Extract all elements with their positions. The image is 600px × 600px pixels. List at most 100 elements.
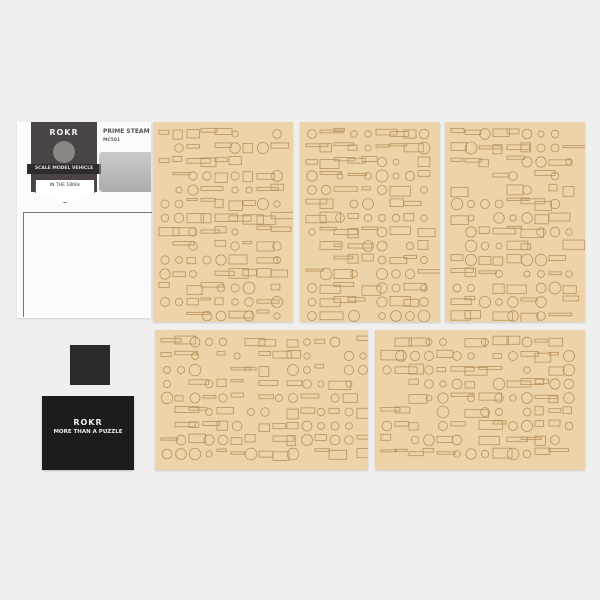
gear-part [359,352,367,360]
panel-part [356,434,368,440]
panel-part [328,407,340,414]
gear-part [303,366,311,374]
gear-part [467,214,475,222]
gear-part [319,267,333,281]
gear-part [550,143,560,153]
gear-part [424,379,434,389]
panel-part [403,255,418,259]
panel-part [506,284,527,295]
gear-part [271,296,283,308]
panel-part [478,365,503,370]
panel-part [174,421,196,428]
panel-part [417,240,429,250]
gear-part [217,434,229,446]
panel-part [450,421,466,427]
panel-part [534,352,552,363]
panel-part [436,349,454,358]
panel-part [214,213,238,222]
gear-part [175,434,187,446]
wood-sheet-1 [153,122,293,322]
panel-part [478,392,502,401]
gear-part [159,268,171,280]
gear-part [160,213,170,223]
gear-part [188,241,198,251]
gear-part [405,241,415,251]
gear-part [508,421,518,431]
panel-part [305,198,328,205]
gear-part [522,449,532,459]
gear-part [439,380,447,388]
gear-part [376,240,388,252]
gear-part [494,393,504,403]
gear-part [417,309,431,322]
panel-part [202,395,217,399]
panel-part [228,310,253,319]
gear-part [467,352,475,360]
panel-part [188,433,206,444]
panel-part [186,297,199,306]
panel-part [202,421,220,427]
panel-part [548,366,565,376]
panel-part [200,157,217,168]
panel-part [356,448,368,459]
panel-part [380,433,392,441]
gear-part [418,128,430,140]
panel-part [230,437,243,445]
gear-part [563,350,575,362]
panel-part [562,285,577,294]
manual-brand: ROKR [49,128,79,137]
model-code: MC501 [103,138,121,143]
panel-part [333,142,355,147]
gear-part [364,172,372,180]
panel-part [492,283,505,294]
gear-part [507,310,519,322]
panel-part [333,296,357,303]
panel-part [436,367,446,373]
panel-part [450,254,464,262]
panel-part [347,243,373,249]
gear-part [479,128,491,140]
panel-part [172,129,183,140]
panel-part [534,201,552,211]
panel-part [258,339,277,347]
panel-part [305,143,329,148]
panel-part [450,366,475,372]
panel-part [464,310,481,320]
gear-part [453,450,461,458]
panel-part [403,282,427,291]
wood-sheet-3 [445,122,585,322]
panel-part [562,295,580,302]
gear-part [188,227,198,237]
panel-part [216,351,226,356]
gear-part [404,268,416,280]
panel-part [319,159,340,169]
panel-part [492,447,513,459]
gear-part [174,199,184,209]
gear-part [202,255,212,265]
panel-part [244,434,256,443]
gear-part [391,269,401,279]
gear-part [436,405,450,419]
panel-part [492,172,509,178]
panel-part [188,379,210,385]
panel-part [286,380,303,386]
panel-part [286,435,296,446]
gear-part [377,157,387,167]
panel-part [450,215,469,226]
train-icon [53,141,75,163]
panel-part [333,228,358,235]
gear-part [303,352,311,360]
panel-part [506,380,532,388]
panel-part [548,408,562,413]
panel-part [174,350,199,356]
panel-part [347,254,359,264]
panel-part [450,186,469,198]
panel-part [305,159,319,165]
gear-part [495,242,503,250]
panel-part [286,408,299,420]
gear-part [536,143,546,153]
gear-part [410,435,420,445]
gear-part [344,435,354,445]
panel-part [186,129,200,139]
panel-part [394,366,418,374]
